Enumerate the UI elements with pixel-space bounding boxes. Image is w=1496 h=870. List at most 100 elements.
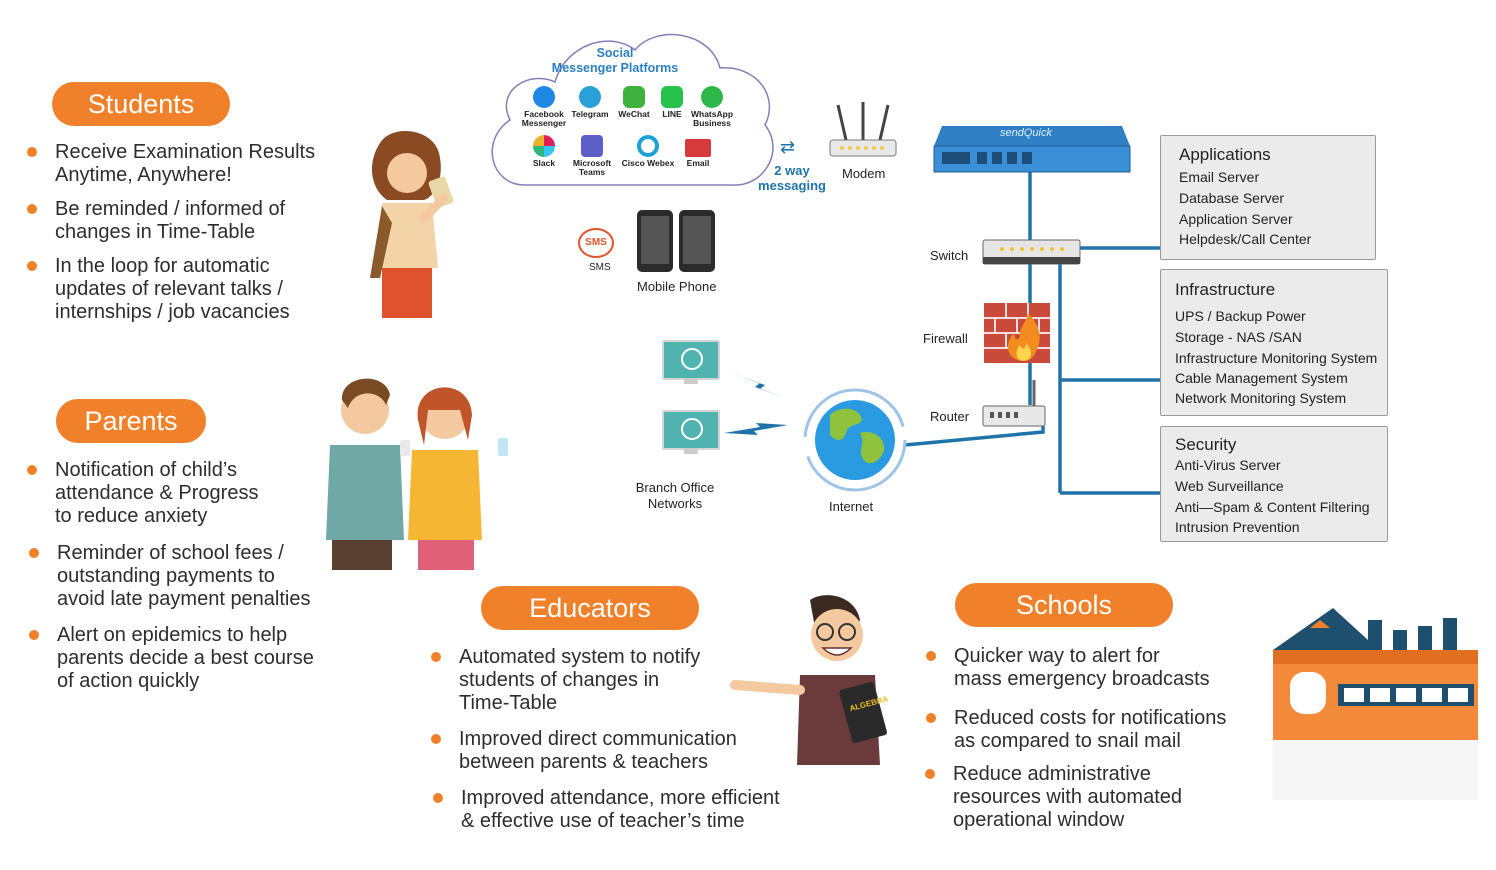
- firewall-label: Firewall: [923, 331, 968, 346]
- cloud-title-line1: Social: [596, 46, 634, 60]
- student-illustration: [370, 131, 454, 318]
- modem-label: Modem: [842, 166, 886, 181]
- bullet-line: between parents & teachers: [459, 751, 709, 773]
- app-label: Email: [686, 158, 710, 168]
- wechat-icon: [623, 86, 645, 108]
- security-title: Security: [1175, 435, 1237, 454]
- educators-bullet: Improved attendance, more efficient & ef…: [433, 787, 780, 833]
- app-label: Microsoft Teams: [572, 158, 612, 177]
- cloud-title-line2: Messenger Platforms: [551, 61, 679, 75]
- box-item: Anti-Virus Server: [1175, 457, 1281, 473]
- bullet-line: Automated system to notify: [459, 646, 701, 668]
- parents-heading: Parents: [56, 399, 206, 443]
- teams-icon: [581, 135, 603, 157]
- schools-heading: Schools: [955, 583, 1173, 627]
- two-way-arrows-icon: ⇄: [780, 137, 796, 157]
- bullet-line: & effective use of teacher’s time: [461, 810, 745, 832]
- bullet-line: of action quickly: [57, 670, 200, 692]
- bullet-line: operational window: [953, 809, 1125, 831]
- applications-box: Applications Email Server Database Serve…: [1160, 135, 1376, 260]
- box-item: Helpdesk/Call Center: [1179, 231, 1312, 247]
- router-icon: [982, 380, 1046, 427]
- app-telegram: Telegram: [562, 86, 618, 119]
- applications-title: Applications: [1179, 145, 1271, 164]
- webex-icon: [637, 135, 659, 157]
- box-item: Cable Management System: [1175, 370, 1348, 386]
- box-item: Web Surveillance: [1175, 478, 1284, 494]
- app-label: Cisco Webex: [621, 158, 675, 168]
- box-item: Intrusion Prevention: [1175, 519, 1300, 535]
- schools-bullet: Reduce administrative resources with aut…: [924, 763, 1183, 832]
- switch-label: Switch: [930, 248, 969, 263]
- firewall-icon: [984, 303, 1050, 363]
- box-item: Database Server: [1179, 190, 1285, 206]
- bullet-line: resources with automated: [953, 786, 1183, 808]
- branch-office-label: Branch Office Networks: [620, 480, 730, 512]
- bullet-line: Time-Table: [459, 692, 558, 714]
- school-building-icon: [1273, 608, 1478, 800]
- app-label: Slack: [532, 158, 556, 168]
- box-item: Application Server: [1179, 211, 1293, 227]
- modem-icon: [829, 102, 897, 157]
- parents-bullet: Notification of child’s attendance & Pro…: [26, 459, 259, 528]
- telegram-icon: [579, 86, 601, 108]
- bullet-line: Improved attendance, more efficient: [461, 787, 780, 809]
- mobile-phone-label: Mobile Phone: [637, 279, 717, 294]
- schools-bullet: Quicker way to alert for mass emergency …: [926, 645, 1210, 691]
- two-way-line2: messaging: [758, 178, 826, 193]
- bullet-line: attendance & Progress: [55, 482, 259, 504]
- students-bullet: Be reminded / informed of changes in Tim…: [26, 198, 285, 244]
- schools-bullet: Reduced costs for notifications as compa…: [925, 707, 1226, 753]
- bullet-line: changes in Time-Table: [55, 221, 256, 243]
- students-bullet: In the loop for automatic updates of rel…: [27, 255, 290, 324]
- app-line: LINE: [644, 86, 700, 119]
- parents-bullet: Reminder of school fees / outstanding pa…: [29, 542, 311, 611]
- branch-line2: Networks: [647, 496, 703, 511]
- bullet-line: as compared to snail mail: [954, 730, 1181, 752]
- app-label: LINE: [662, 109, 682, 119]
- app-facebook-messenger: Facebook Messenger: [516, 86, 572, 128]
- app-label: Facebook Messenger: [521, 109, 567, 128]
- router-label: Router: [930, 409, 970, 424]
- mobile-phone-icon-2: [679, 210, 715, 272]
- app-whatsapp-business: WhatsApp Business: [684, 86, 740, 128]
- computer-icon: [662, 340, 720, 388]
- whatsapp-icon: [701, 86, 723, 108]
- app-email: Email: [670, 135, 726, 168]
- bullet-line: outstanding payments to: [57, 565, 275, 587]
- box-item: Infrastructure Monitoring System: [1175, 350, 1378, 366]
- internet-globe-icon: [803, 388, 907, 492]
- wireless-lightning-icon: [724, 373, 790, 435]
- sms-icon: SMS: [578, 228, 614, 258]
- bullet-line: Notification of child’s: [55, 459, 237, 481]
- appliance-brand: sendQuick: [1000, 127, 1052, 139]
- sms-label: SMS: [589, 262, 611, 273]
- educator-illustration: ALGEBRA: [730, 595, 889, 765]
- bullet-line: Quicker way to alert for: [954, 645, 1160, 667]
- bullet-line: internships / job vacancies: [55, 301, 290, 323]
- bullet-line: avoid late payment penalties: [57, 588, 311, 610]
- bullet-line: Improved direct communication: [459, 728, 737, 750]
- app-label: WeChat: [618, 109, 650, 119]
- bullet-line: In the loop for automatic: [55, 255, 270, 277]
- box-item: Storage - NAS /SAN: [1175, 329, 1302, 345]
- line-icon: [661, 86, 683, 108]
- box-item: Network Monitoring System: [1175, 390, 1347, 406]
- slack-icon: [533, 135, 555, 157]
- two-way-messaging-label: 2 way messaging: [752, 163, 832, 193]
- app-label: Telegram: [571, 109, 609, 119]
- messenger-icon: [533, 86, 555, 108]
- infrastructure-title: Infrastructure: [1175, 280, 1276, 299]
- educators-heading: Educators: [481, 586, 699, 630]
- bullet-line: to reduce anxiety: [55, 505, 208, 527]
- two-way-line1: 2 way: [774, 163, 810, 178]
- computer-icon-2: [662, 410, 720, 458]
- students-heading: Students: [52, 82, 230, 126]
- students-bullet: Receive Examination Results Anytime, Any…: [26, 141, 315, 187]
- bullet-line: Alert on epidemics to help: [57, 624, 288, 646]
- box-item: Email Server: [1179, 169, 1260, 185]
- educators-bullet: Automated system to notify students of c…: [430, 646, 701, 715]
- security-box: Security Anti-Virus Server Web Surveilla…: [1160, 426, 1388, 542]
- app-label: WhatsApp Business: [690, 109, 734, 128]
- branch-line1: Branch Office: [635, 480, 715, 495]
